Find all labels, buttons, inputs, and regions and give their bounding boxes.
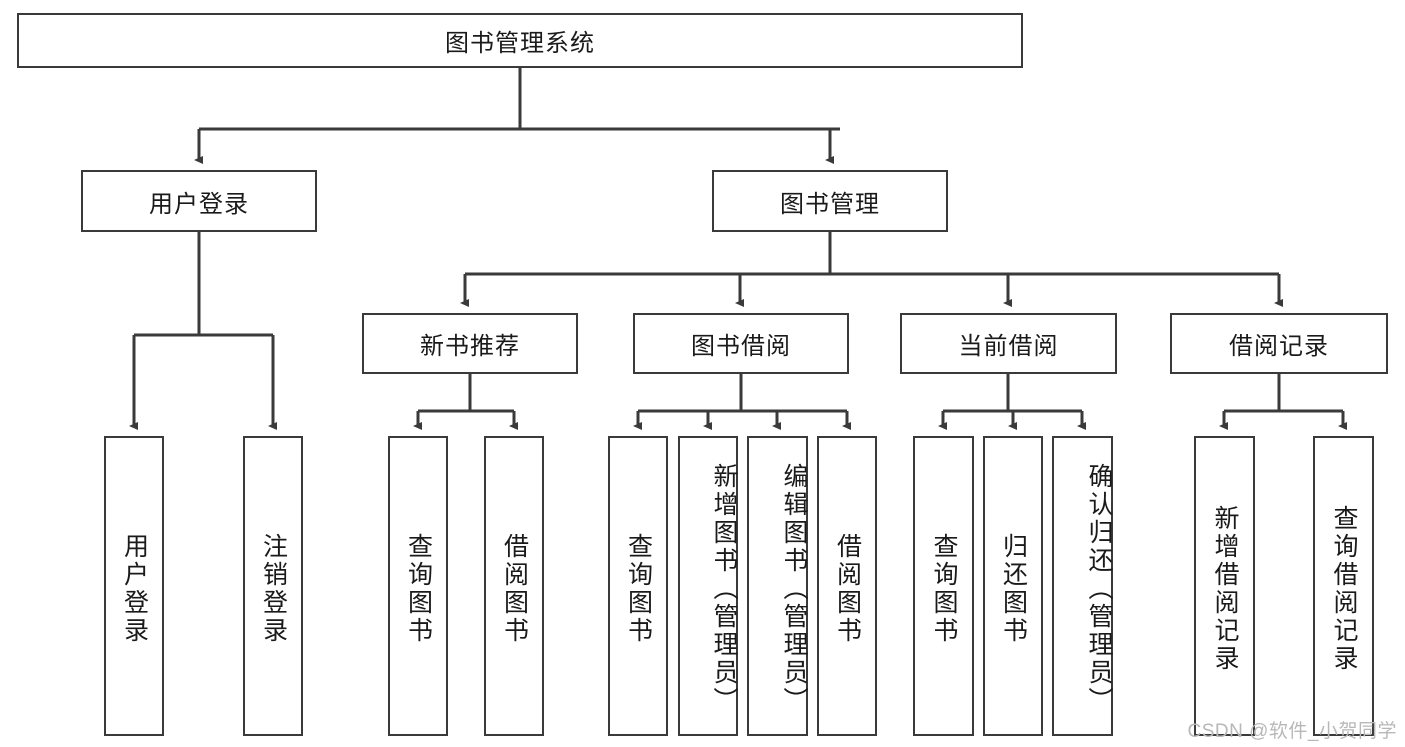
node-leaf-confirm-return[interactable]: 确认归还（管理员） <box>1052 436 1113 736</box>
node-leaf-query-book-3[interactable]: 查询图书 <box>913 436 974 736</box>
node-leaf-edit-book[interactable]: 编辑图书（管理员） <box>747 436 808 736</box>
node-borrow-record-label: 借阅记录 <box>1229 333 1329 360</box>
node-root-label: 图书管理系统 <box>445 30 595 57</box>
node-current-borrow[interactable]: 当前借阅 <box>900 313 1117 374</box>
node-leaf-user-logout[interactable]: 注销登录 <box>243 436 303 736</box>
node-leaf-user-logout-label: 注销登录 <box>259 533 288 645</box>
node-new-book-rec-label: 新书推荐 <box>420 333 520 360</box>
node-leaf-borrow-book-1[interactable]: 借阅图书 <box>484 436 544 736</box>
node-user-login[interactable]: 用户登录 <box>81 170 317 232</box>
node-root[interactable]: 图书管理系统 <box>17 13 1023 68</box>
node-leaf-return-book-label: 归还图书 <box>999 533 1028 645</box>
watermark: CSDN @软件_小贺同学 <box>1187 721 1397 742</box>
node-leaf-add-record[interactable]: 新增借阅记录 <box>1194 436 1255 736</box>
node-leaf-query-book-3-label: 查询图书 <box>930 533 958 645</box>
node-leaf-query-book-1[interactable]: 查询图书 <box>388 436 448 736</box>
node-leaf-add-record-label: 新增借阅记录 <box>1211 505 1239 673</box>
node-leaf-query-book-2[interactable]: 查询图书 <box>608 436 668 736</box>
node-leaf-confirm-return-label: 确认归还（管理员） <box>1085 463 1113 715</box>
node-leaf-add-book-label: 新增图书（管理员） <box>710 463 738 715</box>
node-leaf-user-login-label: 用户登录 <box>120 533 149 645</box>
node-book-borrow-label: 图书借阅 <box>691 333 791 360</box>
node-leaf-query-record-label: 查询借阅记录 <box>1330 505 1358 673</box>
node-leaf-borrow-book-2-label: 借阅图书 <box>833 533 862 645</box>
node-book-manage-label: 图书管理 <box>780 190 880 218</box>
node-leaf-query-record[interactable]: 查询借阅记录 <box>1313 436 1374 736</box>
node-user-login-label: 用户登录 <box>149 190 249 218</box>
node-leaf-borrow-book-2[interactable]: 借阅图书 <box>817 436 877 736</box>
node-leaf-query-book-1-label: 查询图书 <box>404 533 433 645</box>
node-leaf-borrow-book-1-label: 借阅图书 <box>500 533 529 645</box>
node-borrow-record[interactable]: 借阅记录 <box>1170 313 1388 374</box>
node-leaf-edit-book-label: 编辑图书（管理员） <box>780 463 808 715</box>
node-leaf-user-login[interactable]: 用户登录 <box>104 436 164 736</box>
node-new-book-rec[interactable]: 新书推荐 <box>362 313 578 374</box>
node-book-borrow[interactable]: 图书借阅 <box>633 313 849 374</box>
node-current-borrow-label: 当前借阅 <box>958 333 1059 360</box>
node-leaf-add-book[interactable]: 新增图书（管理员） <box>678 436 738 736</box>
node-leaf-return-book[interactable]: 归还图书 <box>983 436 1043 736</box>
node-book-manage[interactable]: 图书管理 <box>712 170 948 232</box>
node-leaf-query-book-2-label: 查询图书 <box>624 533 653 645</box>
